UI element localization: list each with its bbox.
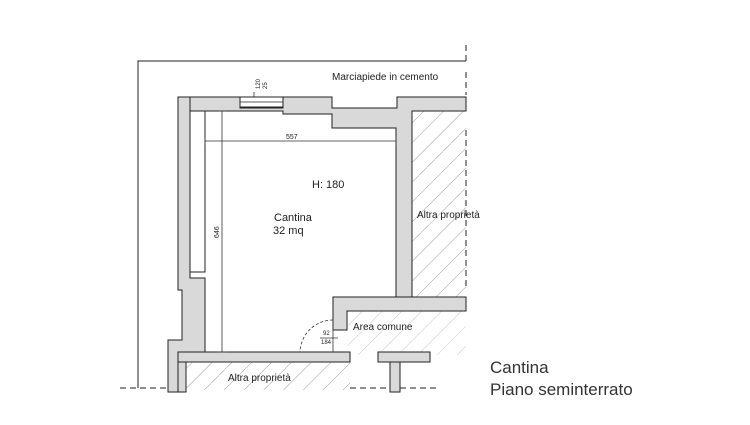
label-other-property-right: Altra proprietà <box>417 210 480 221</box>
hatched-areas <box>186 110 466 390</box>
door <box>299 319 334 353</box>
label-other-property-bottom: Altra proprietà <box>228 373 291 384</box>
window <box>239 96 284 108</box>
label-sidewalk: Marciapiede in cemento <box>332 72 439 83</box>
label-door-dim-bottom: 184 <box>321 340 332 346</box>
walls <box>167 96 467 393</box>
label-door-dim-top: 92 <box>323 331 330 337</box>
label-common-area: Area comune <box>353 322 413 333</box>
label-window-dim-bottom: 25 <box>263 82 269 89</box>
label-length-dim: 646 <box>214 226 221 238</box>
caption-subtitle: Piano seminterrato <box>490 380 633 399</box>
label-room-area: 32 mq <box>273 225 304 237</box>
label-width-dim: 557 <box>286 134 298 141</box>
caption-title: Cantina <box>490 358 549 377</box>
dimensions <box>204 92 397 353</box>
label-height: H: 180 <box>312 179 344 191</box>
label-room-name: Cantina <box>274 212 313 224</box>
label-window-dim-top: 120 <box>256 78 262 89</box>
